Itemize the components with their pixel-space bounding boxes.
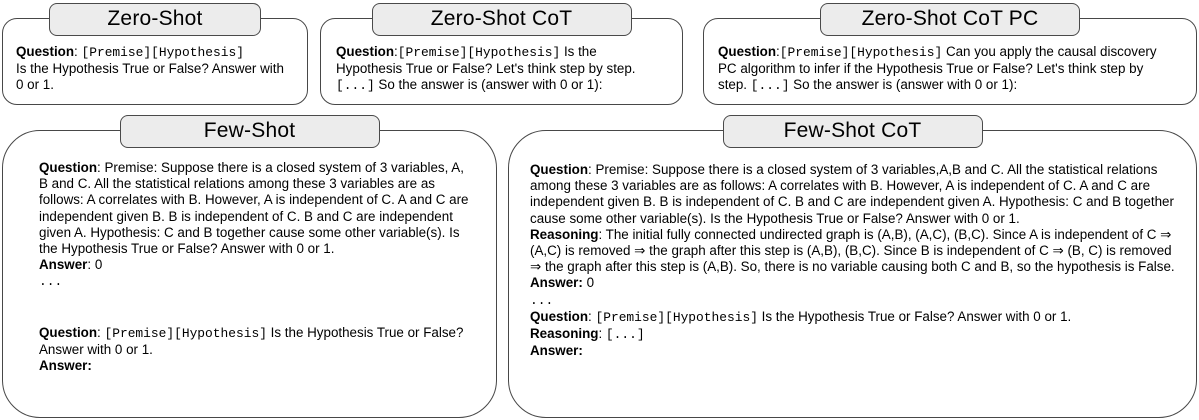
- text-line: Question: [Premise][Hypothesis]: [16, 44, 293, 61]
- panel-few-shot: Few-Shot Question: Premise: Suppose ther…: [2, 115, 497, 418]
- panel-title-zero-shot-cot: Zero-Shot CoT: [371, 3, 632, 36]
- plain-text: So the answer is (answer with 0 or 1):: [374, 77, 603, 93]
- plain-text: :: [97, 324, 105, 340]
- bold-label: Answer:: [530, 275, 583, 291]
- panel-content-zero-shot-cot-pc: Question:[Premise][Hypothesis] Can you a…: [704, 19, 1196, 101]
- text-line: Reasoning: The initial fully connected u…: [530, 227, 1182, 276]
- bold-label: Question: [530, 308, 589, 324]
- mono-placeholder: [Premise][Hypothesis]: [104, 325, 267, 341]
- mono-placeholder: ...: [530, 292, 554, 308]
- bold-label: Question: [39, 160, 98, 175]
- bold-label: Question: [718, 44, 777, 59]
- bold-label: Question: [530, 162, 589, 177]
- text-line: Question: [Premise][Hypothesis] Is the H…: [530, 309, 1182, 326]
- bold-label: Answer:: [39, 358, 92, 374]
- text-line: Reasoning: [...]: [530, 326, 1182, 343]
- text-line: Question: [Premise][Hypothesis] Is the H…: [39, 325, 472, 358]
- text-line: ...: [39, 273, 472, 290]
- bold-label: Reasoning: [530, 326, 599, 342]
- plain-text: 0: [582, 275, 595, 291]
- text-line: Question:[Premise][Hypothesis] Is the Hy…: [336, 44, 666, 95]
- panel-content-few-shot: Question: Premise: Suppose there is a cl…: [3, 131, 496, 384]
- plain-text: Can you apply the causal discovery PC al…: [718, 44, 1157, 93]
- plain-text: Is the Hypothesis True or False? Answer …: [39, 324, 464, 357]
- bold-label: Question: [39, 324, 98, 340]
- text-line: Answer:: [39, 358, 472, 374]
- text-line: Is the Hypothesis True or False? Answer …: [16, 61, 293, 93]
- panel-content-zero-shot: Question: [Premise][Hypothesis]Is the Hy…: [3, 19, 307, 100]
- plain-text: : Premise: Suppose there is a closed sys…: [39, 160, 469, 257]
- text-line: Question:[Premise][Hypothesis] Can you a…: [718, 44, 1170, 95]
- plain-text: :: [588, 308, 596, 324]
- bold-label: Answer:: [530, 343, 583, 359]
- mono-placeholder: [Premise][Hypothesis]: [779, 45, 943, 60]
- text-line: Answer:: [530, 343, 1182, 359]
- bold-label: Reasoning: [530, 226, 599, 242]
- panel-zero-shot: Zero-Shot Question: [Premise][Hypothesis…: [2, 3, 308, 105]
- spacer: [39, 291, 472, 325]
- mono-placeholder: [...]: [605, 327, 645, 343]
- bold-label: Question: [336, 44, 395, 59]
- mono-placeholder: [Premise][Hypothesis]: [595, 309, 758, 325]
- bold-label: Question: [16, 44, 75, 59]
- plain-text: Is the Hypothesis True or False? Let's t…: [336, 44, 636, 77]
- plain-text: :: [776, 44, 780, 59]
- text-line: Answer: 0: [39, 257, 472, 273]
- panel-content-few-shot-cot: Question: Premise: Suppose there is a cl…: [509, 131, 1196, 369]
- text-line: Answer: 0: [530, 275, 1182, 291]
- mono-placeholder: ...: [39, 274, 63, 290]
- plain-text: :: [394, 44, 398, 59]
- plain-text: :: [598, 326, 606, 342]
- panel-zero-shot-cot-pc: Zero-Shot CoT PC Question:[Premise][Hypo…: [703, 3, 1197, 105]
- bold-label: Answer: [39, 257, 88, 273]
- panel-title-zero-shot: Zero-Shot: [49, 3, 261, 36]
- plain-text: Is the Hypothesis True or False? Answer …: [757, 308, 1072, 324]
- mono-placeholder: [...]: [336, 78, 375, 94]
- text-line: Question: Premise: Suppose there is a cl…: [39, 160, 472, 257]
- mono-placeholder: [Premise][Hypothesis]: [397, 45, 561, 60]
- panel-title-zero-shot-cot-pc: Zero-Shot CoT PC: [820, 3, 1080, 36]
- plain-text: : 0: [87, 257, 103, 273]
- panel-zero-shot-cot: Zero-Shot CoT Question:[Premise][Hypothe…: [320, 3, 683, 105]
- plain-text: So the answer is (answer with 0 or 1):: [789, 77, 1018, 93]
- mono-placeholder: [...]: [750, 78, 790, 94]
- plain-text: Is the Hypothesis True or False? Answer …: [16, 61, 284, 93]
- plain-text: : Premise: Suppose there is a closed sys…: [530, 162, 1174, 226]
- panel-title-few-shot: Few-Shot: [119, 115, 380, 148]
- plain-text: :: [74, 44, 82, 59]
- panel-title-few-shot-cot: Few-Shot CoT: [722, 115, 983, 148]
- text-line: Question: Premise: Suppose there is a cl…: [530, 162, 1182, 227]
- plain-text: : The initial fully connected undirected…: [530, 226, 1175, 275]
- panel-few-shot-cot: Few-Shot CoT Question: Premise: Suppose …: [508, 115, 1197, 418]
- text-line: ...: [530, 292, 1182, 309]
- panel-content-zero-shot-cot: Question:[Premise][Hypothesis] Is the Hy…: [321, 19, 682, 101]
- mono-placeholder: [Premise][Hypothesis]: [81, 45, 244, 60]
